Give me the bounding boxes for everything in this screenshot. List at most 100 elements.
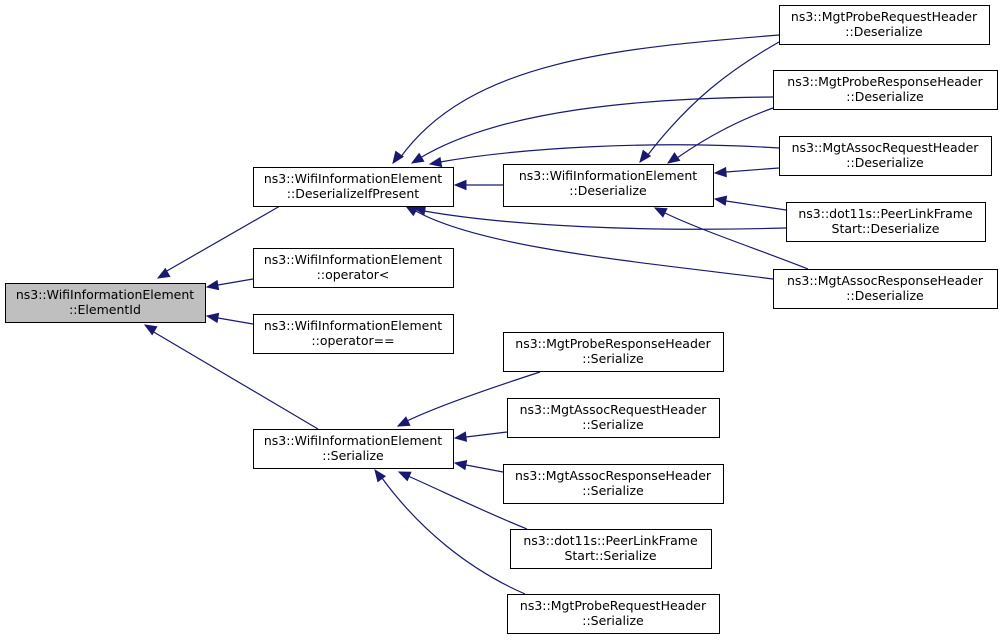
edge-assoc-req-serialize-to-wie-serialize	[453, 431, 508, 442]
edge-line	[646, 41, 780, 157]
arrowhead-icon	[713, 166, 727, 178]
arrowhead-icon	[653, 207, 668, 218]
node-probe-req-serialize[interactable]: ns3::MgtProbeRequestHeader::Serialize	[507, 594, 720, 634]
node-label-line2: ::operator==	[311, 333, 394, 348]
arrowhead-icon	[374, 468, 387, 483]
node-label-line2: ::Serialize	[322, 448, 384, 463]
edge-probe-resp-serialize-to-wie-serialize	[396, 371, 541, 427]
edge-line	[439, 144, 780, 163]
node-assoc-req-deserialize[interactable]: ns3::MgtAssocRequestHeader::Deserialize	[779, 136, 992, 176]
node-label-line1: ns3::dot11s::PeerLinkFrame	[798, 206, 973, 221]
node-box	[503, 332, 724, 372]
node-box	[503, 164, 714, 207]
edge-peerlink-deserialize-to-deserialize-if-present	[412, 204, 787, 230]
node-label-line1: ns3::MgtAssocResponseHeader	[515, 468, 712, 483]
node-label-line2: ::Serialize	[582, 351, 644, 366]
node-label-line1: ns3::WifiInformationElement	[264, 171, 442, 186]
edge-peerlink-serialize-to-wie-serialize	[397, 471, 528, 530]
node-box	[253, 429, 454, 469]
node-label-line1: ns3::dot11s::PeerLinkFrame	[523, 533, 698, 548]
edge-line	[217, 278, 254, 286]
node-label-line1: ns3::WifiInformationElement	[264, 433, 442, 448]
node-peerlink-deserialize[interactable]: ns3::dot11s::PeerLinkFrameStart::Deseria…	[786, 202, 986, 242]
nodes-layer: ns3::WifiInformationElement::ElementIdns…	[5, 5, 998, 634]
node-assoc-resp-serialize[interactable]: ns3::MgtAssocResponseHeader::Serialize	[503, 464, 724, 504]
node-label-line1: ns3::MgtProbeResponseHeader	[515, 336, 711, 351]
edge-operator-eq-to-element-id	[205, 312, 254, 325]
node-label-line2: ::Serialize	[582, 417, 644, 432]
node-box	[510, 529, 712, 569]
node-label-line2: Start::Serialize	[564, 548, 656, 563]
edge-line	[676, 107, 774, 159]
node-probe-resp-serialize[interactable]: ns3::MgtProbeResponseHeader::Serialize	[503, 332, 724, 372]
node-box	[779, 136, 992, 176]
node-box	[5, 283, 206, 323]
node-box	[779, 5, 990, 45]
node-label-line2: ::Deserialize	[845, 24, 923, 39]
node-box	[253, 314, 454, 354]
node-label-line1: ns3::MgtAssocResponseHeader	[787, 273, 984, 288]
node-box	[503, 464, 724, 504]
arrowhead-icon	[205, 312, 220, 324]
arrowhead-icon	[639, 149, 652, 164]
edge-line	[151, 330, 319, 430]
arrowhead-icon	[397, 471, 412, 482]
node-label-line2: ::operator<	[317, 267, 390, 282]
node-box	[507, 398, 720, 438]
node-box	[786, 202, 986, 242]
edge-line	[217, 317, 254, 325]
edge-probe-req-deserialize-to-deserialize-if-present	[392, 34, 780, 165]
node-element-id[interactable]: ns3::WifiInformationElement::ElementId	[5, 283, 206, 323]
edge-assoc-resp-deserialize-to-wie-deserialize	[653, 207, 809, 270]
edge-wie-serialize-to-element-id	[143, 324, 319, 430]
edge-probe-req-deserialize-to-wie-deserialize	[639, 41, 780, 164]
arrowhead-icon	[453, 179, 467, 191]
node-label-line1: ns3::MgtAssocRequestHeader	[520, 402, 708, 417]
edge-line	[725, 200, 787, 211]
node-operator-eq[interactable]: ns3::WifiInformationElement::operator==	[253, 314, 454, 354]
node-wie-deserialize[interactable]: ns3::WifiInformationElement::Deserialize	[503, 164, 714, 207]
edge-operator-lt-to-element-id	[205, 278, 254, 291]
edge-probe-resp-deserialize-to-wie-deserialize	[666, 107, 774, 164]
node-probe-req-deserialize[interactable]: ns3::MgtProbeRequestHeader::Deserialize	[779, 5, 990, 45]
edge-line	[407, 475, 528, 530]
arrowhead-icon	[428, 156, 443, 168]
node-label-line1: ns3::MgtAssocRequestHeader	[792, 140, 980, 155]
edge-assoc-req-deserialize-to-deserialize-if-present	[428, 144, 780, 168]
arrowhead-icon	[396, 416, 411, 427]
edge-wie-deserialize-to-deserialize-if-present	[453, 179, 503, 191]
edge-line	[413, 209, 774, 280]
node-peerlink-serialize[interactable]: ns3::dot11s::PeerLinkFrameStart::Seriali…	[510, 529, 712, 569]
edge-line	[423, 210, 787, 230]
edge-peerlink-deserialize-to-wie-deserialize	[713, 195, 787, 211]
arrowhead-icon	[713, 195, 728, 206]
node-label-line2: ::Serialize	[582, 483, 644, 498]
node-probe-resp-deserialize[interactable]: ns3::MgtProbeResponseHeader::Deserialize	[773, 70, 998, 110]
node-box	[773, 70, 998, 110]
node-wie-serialize[interactable]: ns3::WifiInformationElement::Serialize	[253, 429, 454, 469]
node-label-line1: ns3::WifiInformationElement	[16, 287, 194, 302]
node-box	[253, 248, 454, 288]
edge-probe-resp-deserialize-to-deserialize-if-present	[410, 96, 774, 164]
arrowhead-icon	[666, 152, 681, 164]
node-label-line1: ns3::WifiInformationElement	[519, 168, 697, 183]
edges-layer	[143, 34, 809, 595]
edge-assoc-req-deserialize-to-wie-deserialize	[713, 166, 780, 178]
node-label-line1: ns3::WifiInformationElement	[264, 252, 442, 267]
node-operator-lt[interactable]: ns3::WifiInformationElement::operator<	[253, 248, 454, 288]
node-label-line2: ::Deserialize	[846, 155, 924, 170]
arrowhead-icon	[453, 431, 468, 442]
edge-line	[465, 464, 504, 473]
node-deserialize-if-present[interactable]: ns3::WifiInformationElement::Deserialize…	[253, 167, 454, 207]
node-box	[773, 269, 998, 309]
node-label-line1: ns3::MgtProbeRequestHeader	[520, 598, 707, 613]
edge-line	[381, 477, 526, 595]
node-label-line2: ::DeserializeIfPresent	[287, 186, 419, 201]
node-label-line2: ::Deserialize	[846, 89, 924, 104]
node-assoc-req-serialize[interactable]: ns3::MgtAssocRequestHeader::Serialize	[507, 398, 720, 438]
node-assoc-resp-deserialize[interactable]: ns3::MgtAssocResponseHeader::Deserialize	[773, 269, 998, 309]
node-box	[253, 167, 454, 207]
edge-line	[406, 371, 541, 422]
edge-line	[725, 167, 780, 173]
